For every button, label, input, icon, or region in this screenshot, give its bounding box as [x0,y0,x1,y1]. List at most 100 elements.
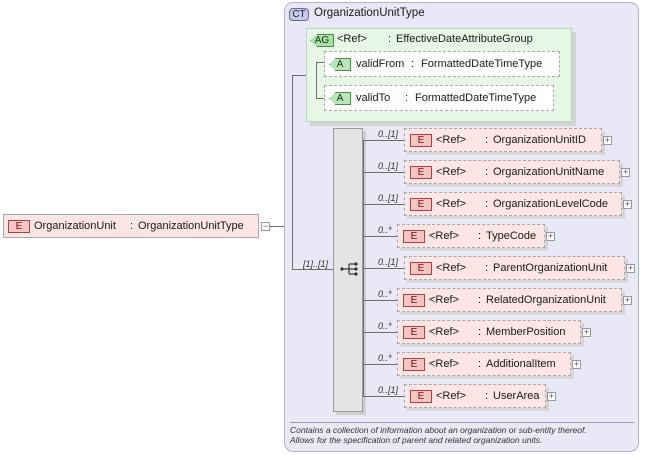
expand-icon[interactable]: + [621,167,630,177]
attribute-name: validTo [356,92,391,104]
child-separator: : [485,134,489,146]
attribute-group-badge: AG [310,34,334,47]
element-badge: E [410,134,432,147]
seq-horizontal-connector [292,269,333,270]
element-badge: E [410,262,432,275]
root-connector [270,226,292,227]
element-badge: E [403,326,425,339]
attribute-separator: : [411,58,415,70]
description-line-2: Allows for the specification of parent a… [290,435,543,445]
expand-icon[interactable]: + [546,231,555,241]
child-separator: : [485,262,489,274]
complex-type-badge: CT [289,8,309,21]
seq-trunk-connector [292,227,293,270]
child-ref: <Ref> [436,134,466,146]
child-connector [363,140,404,141]
description-divider [290,422,634,423]
child-separator: : [478,358,482,370]
child-cardinality: 0..* [378,225,392,235]
child-separator: : [478,326,482,338]
attribute-name: validFrom [356,58,405,70]
child-separator: : [478,230,482,242]
expand-icon[interactable]: + [572,359,581,369]
child-ref: <Ref> [429,230,459,242]
element-badge: E [410,390,432,403]
element-badge: E [403,358,425,371]
child-name: MemberPosition [486,326,566,338]
child-name: OrganizationUnitID [493,134,586,146]
element-badge: E [403,294,425,307]
expand-icon[interactable]: + [623,199,632,209]
root-element-type: OrganizationUnitType [138,220,244,232]
child-connector [363,204,404,205]
child-cardinality: 0..* [378,353,392,363]
root-collapse-icon[interactable]: − [261,221,270,231]
attribute-group-ref: <Ref> [337,33,367,45]
child-element-organizationlevelcode[interactable]: E<Ref>:OrganizationLevelCode [404,192,622,216]
child-element-memberposition[interactable]: E <Ref>: MemberPosition [397,320,581,344]
attribute-group-separator: : [388,33,392,45]
child-element-additionalitem[interactable]: E <Ref>: AdditionalItem [397,352,571,376]
description-line-1: Contains a collection of information abo… [290,425,587,435]
root-element-organizationunit[interactable]: E OrganizationUnit : OrganizationUnitTyp… [3,214,259,238]
attribute-badge: A [329,92,351,105]
child-connector [363,332,397,333]
attribute-type: FormattedDateTimeType [421,58,543,70]
complex-type-name: OrganizationUnitType [314,7,425,19]
child-connector [363,236,397,237]
child-element-relatedorganizationunit[interactable]: E <Ref>: RelatedOrganizationUnit [397,288,622,312]
attribute-validto[interactable]: A validTo : FormattedDateTimeType [324,85,554,111]
child-connector [363,364,397,365]
ag-attr-connector-2 [316,98,328,99]
child-name: OrganizationUnitName [493,166,605,178]
attribute-separator: : [405,92,409,104]
expand-icon[interactable]: + [603,135,612,145]
attribute-validfrom[interactable]: A validFrom : FormattedDateTimeType [324,51,560,77]
complex-type-description: Contains a collection of information abo… [290,425,635,445]
child-separator: : [485,166,489,178]
child-connector [363,268,404,269]
ct-trunk-connector [292,75,293,227]
element-badge: E [410,166,432,179]
child-element-parentorganizationunit[interactable]: E<Ref>:ParentOrganizationUnit [404,256,625,280]
attribute-group-name: EffectiveDateAttributeGroup [396,33,533,45]
child-name: OrganizationLevelCode [493,198,608,210]
child-ref: <Ref> [436,198,466,210]
child-cardinality: 0..[1] [378,257,399,267]
child-connector [363,172,404,173]
child-connector [363,300,397,301]
element-badge: E [8,220,30,233]
child-ref: <Ref> [429,358,459,370]
child-element-organizationunitid[interactable]: E <Ref>: OrganizationUnitID [404,128,602,152]
sequence-icon [340,262,358,276]
root-element-separator: : [130,220,134,232]
ag-attr-connector-1 [316,62,328,63]
expand-icon[interactable]: + [626,263,635,273]
expand-icon[interactable]: + [582,327,591,337]
sequence-compositor[interactable] [333,128,363,412]
child-separator: : [478,294,482,306]
child-cardinality: 0..[1] [378,385,399,395]
child-ref: <Ref> [436,262,466,274]
element-badge: E [403,230,425,243]
child-name: AdditionalItem [486,358,556,370]
child-cardinality: 0..[1] [378,129,399,139]
child-element-userarea[interactable]: E <Ref>: UserArea [404,384,546,408]
attribute-badge: A [329,58,351,71]
child-separator: : [485,390,489,402]
child-name: RelatedOrganizationUnit [486,294,606,306]
attribute-type: FormattedDateTimeType [415,92,537,104]
child-separator: : [485,198,489,210]
child-element-typecode[interactable]: E <Ref>: TypeCode [397,224,545,248]
expand-icon[interactable]: + [547,391,556,401]
child-ref: <Ref> [429,326,459,338]
child-name: UserArea [493,390,540,402]
child-cardinality: 0..* [378,321,392,331]
child-ref: <Ref> [429,294,459,306]
child-ref: <Ref> [436,390,466,402]
expand-icon[interactable]: + [623,295,632,305]
sequence-cardinality: [1]..[1] [303,259,329,269]
ag-attr-trunk [316,62,317,98]
child-element-organizationunitname[interactable]: E<Ref>:OrganizationUnitName [404,160,620,184]
child-name: TypeCode [486,230,537,242]
